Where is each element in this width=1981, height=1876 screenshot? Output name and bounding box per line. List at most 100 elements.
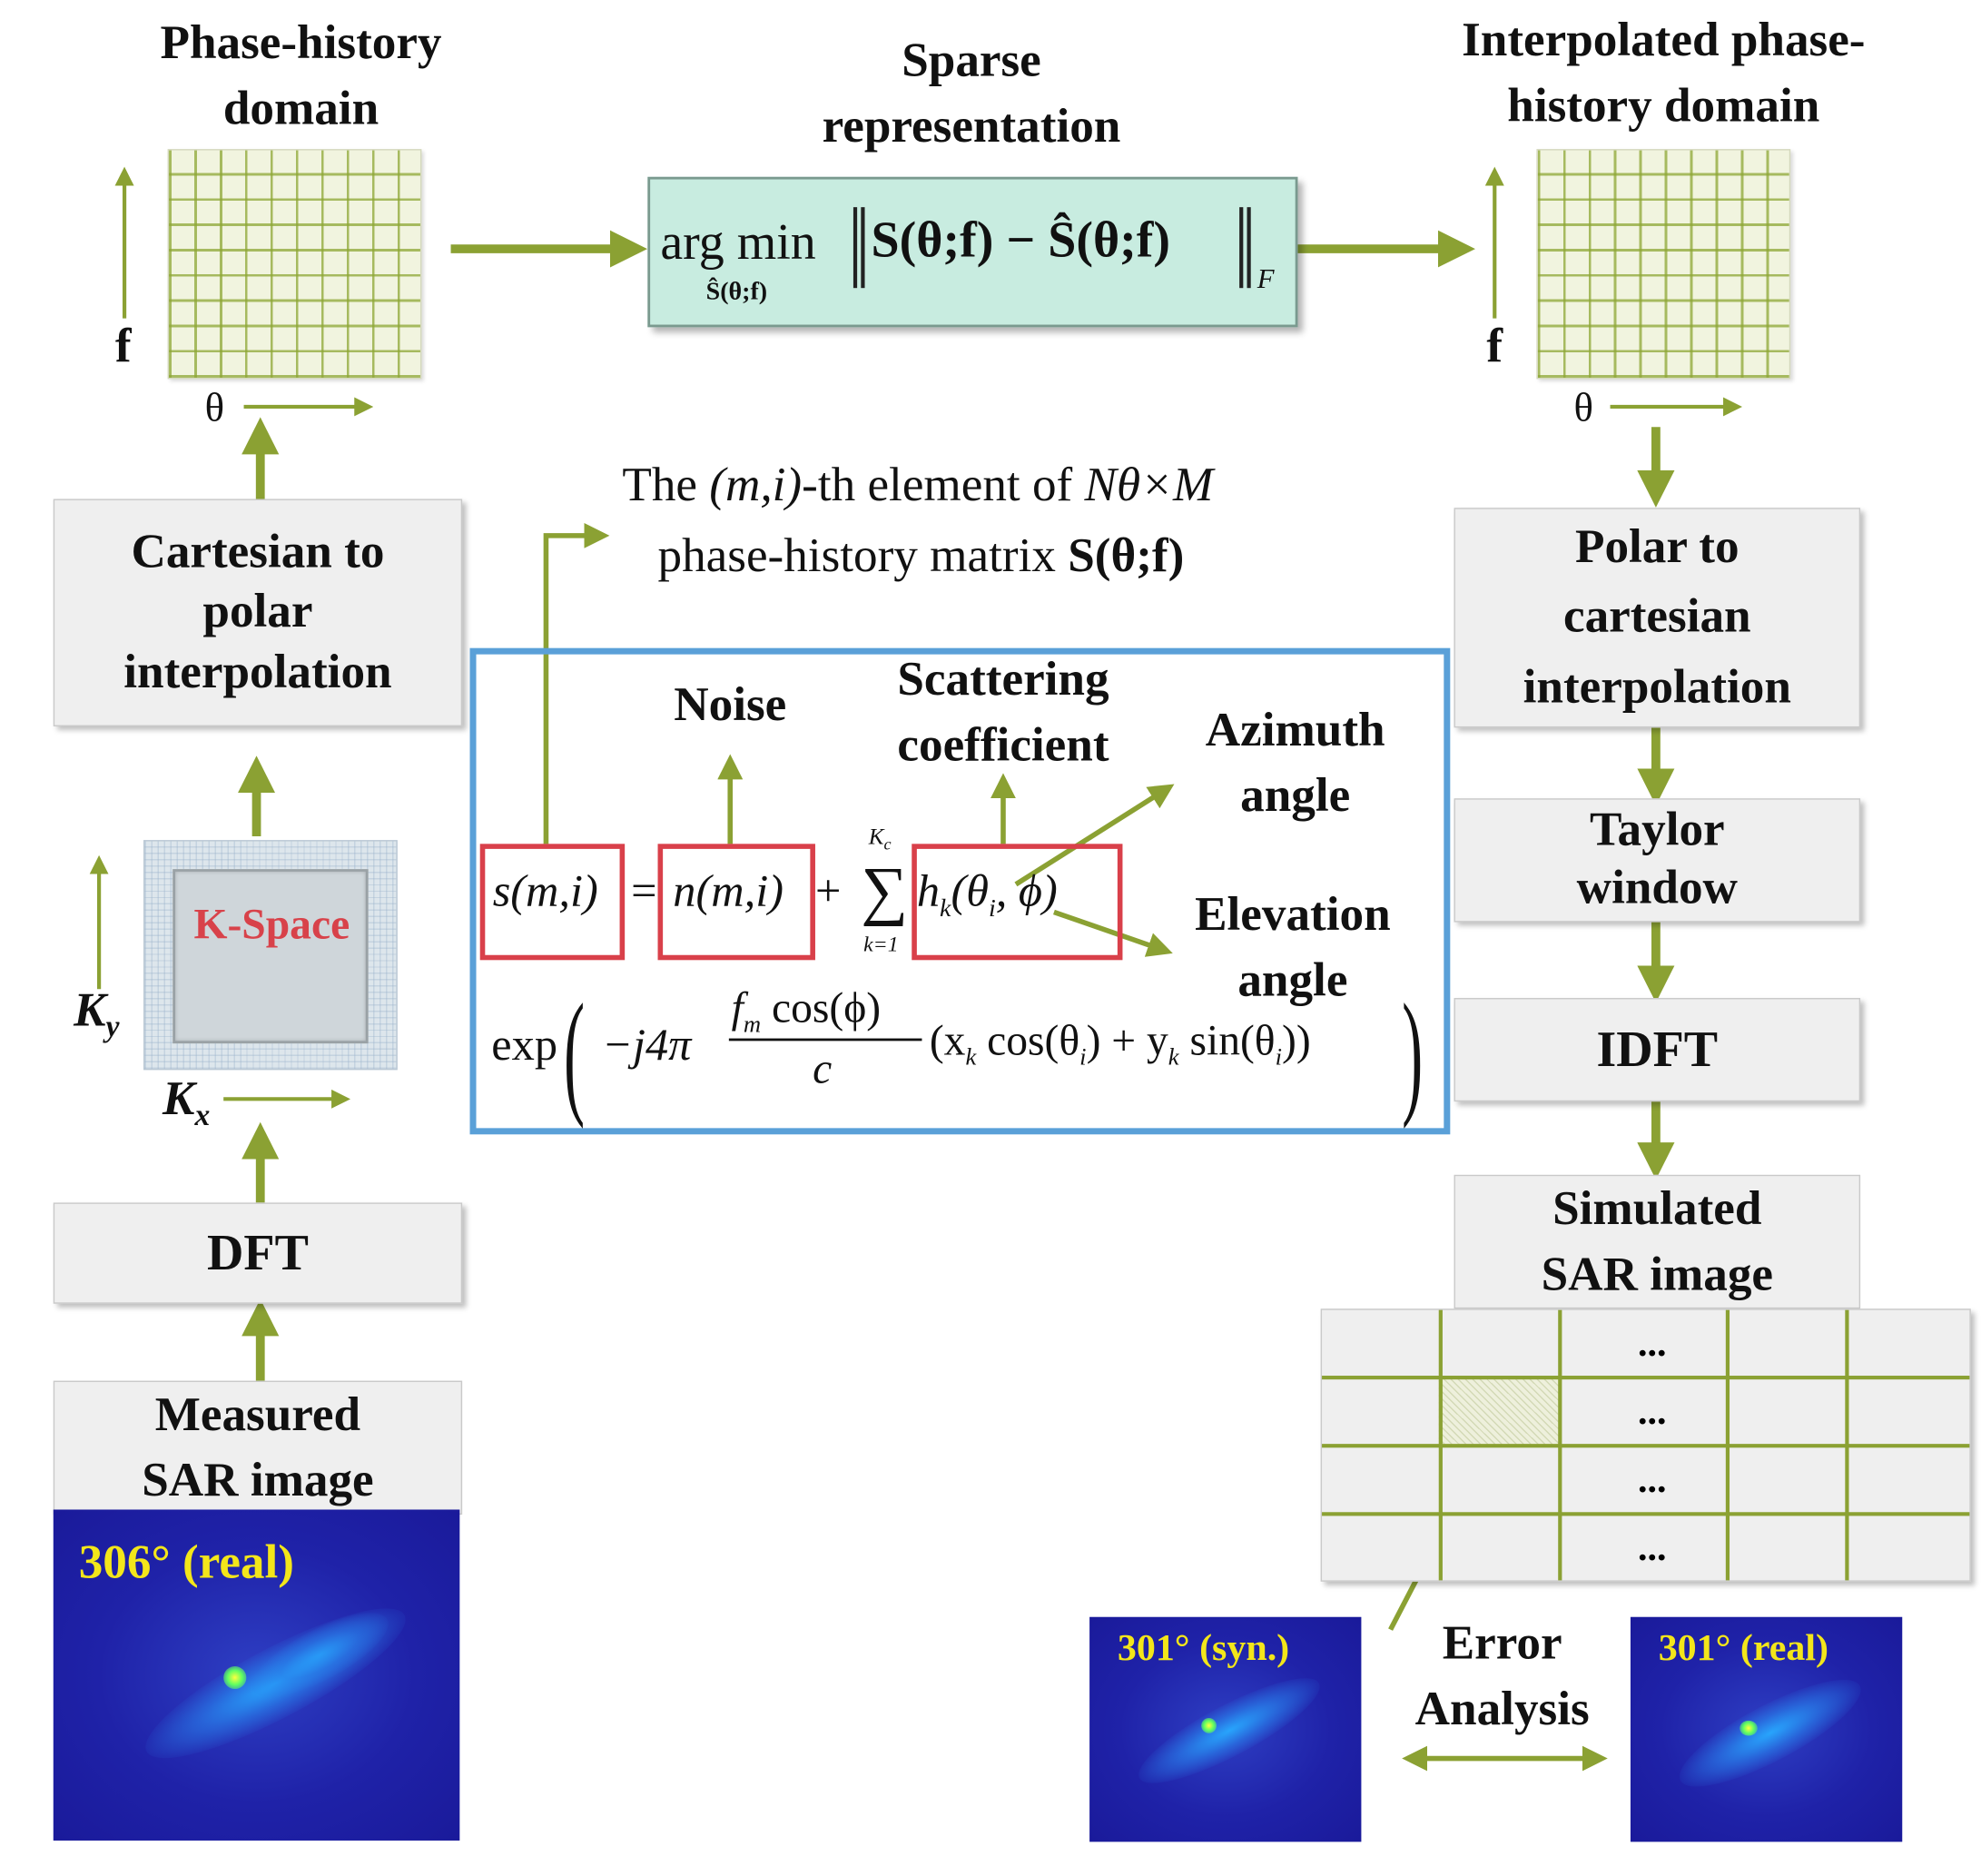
simulated-box: Simulated SAR image	[1454, 1174, 1861, 1309]
kspace-panel: K-Space	[143, 840, 398, 1071]
ky-axis-label: Ky	[74, 982, 119, 1045]
h-letter: h	[916, 864, 941, 916]
n-highlight-box	[657, 844, 815, 961]
pos-sub2: i	[1079, 1044, 1087, 1071]
argmin-subscript: Ŝ(θ;f)	[705, 278, 768, 306]
dft-label: DFT	[206, 1224, 309, 1281]
arrow-to-azimuth	[1014, 784, 1175, 887]
measured-label: Measured SAR image	[142, 1387, 374, 1508]
polar-to-cartesian-label: Polar to cartesian interpolation	[1523, 520, 1791, 714]
polar-to-cartesian-box: Polar to cartesian interpolation	[1454, 508, 1861, 728]
scattering-label: Scattering coefficient	[897, 653, 1109, 773]
sum-upper-letter: K	[868, 824, 884, 849]
syn-hotspot	[1201, 1718, 1217, 1733]
table-vline-2	[1558, 1309, 1562, 1581]
table-hline-1	[1322, 1376, 1970, 1380]
dft-box: DFT	[53, 1202, 463, 1304]
norm-expression: S(θ;f) − Ŝ(θ;f)	[871, 211, 1171, 268]
table-vline-4	[1845, 1309, 1849, 1581]
phase-history-grid-right	[1536, 149, 1791, 380]
selected-cell	[1438, 1377, 1562, 1446]
note-mid: -th element of	[802, 459, 1085, 512]
eq-h-term: hk(θi, ϕ)	[917, 864, 1058, 924]
sparse-formula-box: arg min Ŝ(θ;f) S(θ;f) − Ŝ(θ;f) F	[647, 176, 1298, 328]
kspace-inner-square	[172, 869, 369, 1044]
num-f: f	[731, 985, 744, 1032]
ky-subscript: y	[105, 1011, 120, 1044]
h-highlight-box	[912, 844, 1123, 961]
measured-hotspot	[223, 1665, 247, 1690]
f-axis-label-right: f	[1486, 319, 1503, 373]
norm-bar-right-1	[1239, 207, 1244, 289]
phase-history-grid-left	[167, 149, 422, 380]
norm-bar-right-2	[1247, 207, 1251, 289]
kspace-label: K-Space	[193, 902, 350, 949]
norm-bar-left-2	[861, 207, 865, 289]
arrow-to-element-note	[543, 522, 610, 844]
table-hline-3	[1322, 1512, 1970, 1516]
measured-sar-image: 306° (real)	[53, 1509, 460, 1841]
taylor-window-box: Taylor window	[1454, 798, 1861, 923]
eq-sum-symbol: ∑	[861, 854, 909, 928]
eq-sum-upper: Kc	[869, 824, 892, 854]
table-vline-3	[1725, 1309, 1730, 1581]
pos-close: ))	[1281, 1018, 1311, 1065]
element-note-line1: The (m,i)-th element of Nθ×M	[622, 458, 1213, 513]
sum-upper-subscript: c	[883, 834, 892, 854]
eq-sum-lower: k=1	[863, 932, 899, 957]
h-subscript: k	[940, 894, 951, 923]
eq2-denominator: c	[813, 1045, 833, 1093]
measured-box: Measured SAR image	[53, 1380, 463, 1516]
signal-model-box	[469, 647, 1451, 1135]
arrow-to-elevation	[1052, 909, 1173, 957]
h-args-end: , ϕ)	[995, 864, 1058, 916]
eq2-right-paren: )	[1402, 975, 1424, 1130]
header-interpolated: Interpolated phase- history domain	[1462, 14, 1866, 133]
ky-letter: K	[74, 983, 106, 1038]
header-sparse: Sparse representation	[822, 34, 1121, 153]
h-args: (θ	[951, 864, 989, 916]
table-hline-2	[1322, 1444, 1970, 1448]
real-hotspot	[1740, 1720, 1758, 1736]
eq2-fraction-bar	[728, 1038, 922, 1042]
elevation-label: Elevation angle	[1195, 888, 1391, 1008]
simulated-image-table: ... ... ... ...	[1320, 1308, 1971, 1582]
note-pre: The	[622, 459, 710, 512]
note-dim: Nθ×M	[1084, 459, 1214, 512]
simulated-label: Simulated SAR image	[1541, 1181, 1774, 1301]
pos-mid2: ) + y	[1086, 1018, 1168, 1065]
note-mi: (m,i)	[709, 459, 803, 512]
real-image-title: 301° (real)	[1658, 1626, 1828, 1669]
real-sar-image: 301° (real)	[1630, 1616, 1903, 1842]
note-line2-pre: phase-history matrix	[657, 528, 1069, 583]
idft-label: IDFT	[1596, 1021, 1719, 1078]
f-axis-label-left: f	[114, 319, 132, 373]
cartesian-to-polar-label: Cartesian to polar interpolation	[123, 525, 392, 698]
num-rest: cos(ϕ)	[761, 985, 882, 1032]
pos-open: (x	[929, 1018, 966, 1065]
table-dots-row4: ...	[1637, 1526, 1667, 1569]
note-matrix: S(θ;f)	[1068, 528, 1185, 583]
table-dots-row1: ...	[1637, 1322, 1667, 1365]
eq-plus: +	[814, 864, 842, 916]
pos-sub3: k	[1168, 1044, 1179, 1071]
theta-axis-label-right: θ	[1573, 383, 1593, 430]
eq2-exp: exp	[491, 1019, 558, 1071]
header-phase-history: Phase-history domain	[160, 16, 442, 136]
real-target-streak	[1667, 1661, 1874, 1806]
error-analysis-label: Error Analysis	[1414, 1616, 1590, 1737]
pos-mid3: sin(θ	[1178, 1018, 1276, 1065]
eq-n-term: n(m,i)	[673, 864, 784, 916]
eq2-neg-term: −j4π	[601, 1019, 692, 1071]
s-highlight-box	[479, 844, 626, 961]
pos-mid: cos(θ	[976, 1018, 1080, 1065]
num-subscript: m	[743, 1012, 762, 1039]
pos-sub1: k	[965, 1044, 977, 1071]
argmin-text: arg min	[660, 213, 816, 271]
pos-sub4: i	[1275, 1044, 1282, 1071]
kx-axis-label: Kx	[163, 1071, 210, 1134]
measured-image-title: 306° (real)	[78, 1535, 294, 1590]
theta-axis-label-left: θ	[204, 383, 225, 430]
